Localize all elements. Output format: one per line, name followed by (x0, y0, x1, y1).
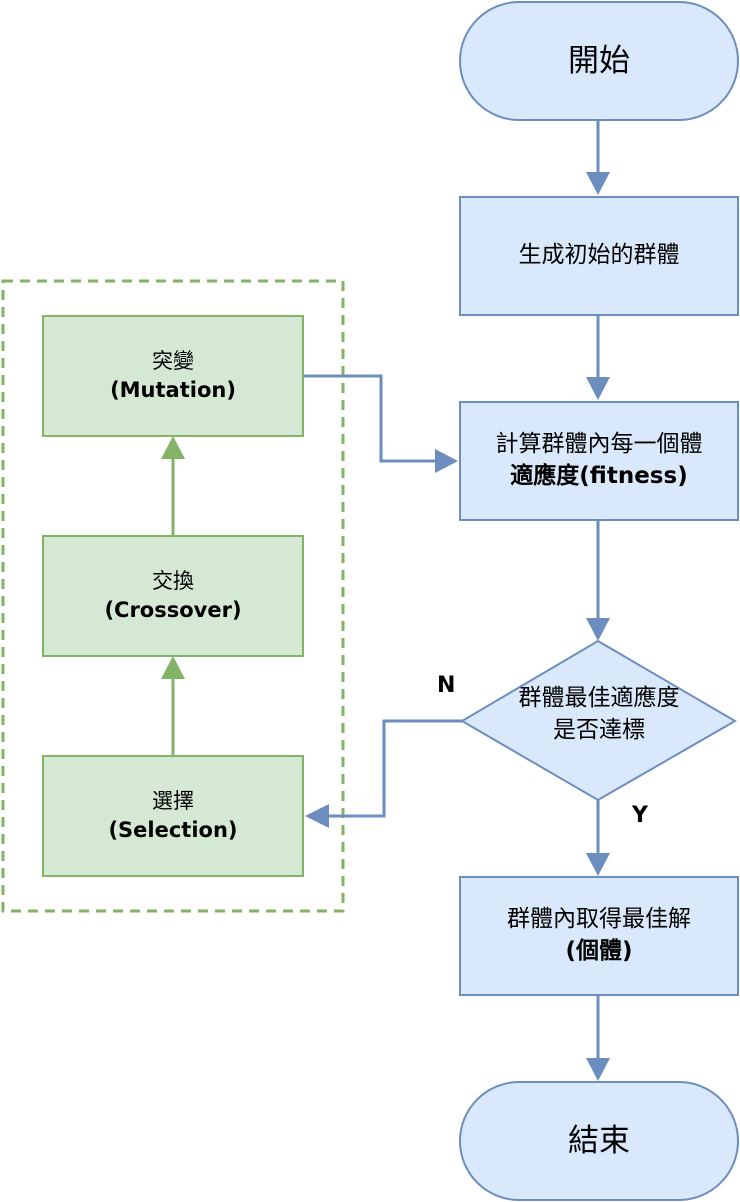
best-solution-label-line1: 群體內取得最佳解 (507, 906, 691, 933)
edge-decision-to-selection (326, 719, 462, 818)
crossover-label-en: (Crossover) (104, 598, 242, 622)
arrowhead-fitness-side (435, 449, 458, 473)
arrowhead-generate (586, 172, 610, 195)
decision-label-line2: 是否達標 (553, 716, 645, 743)
arrowhead-mutation (161, 436, 185, 459)
selection-label-en: (Selection) (108, 818, 238, 842)
no-branch-label: N (437, 673, 456, 698)
mutation-label-en: (Mutation) (110, 378, 236, 402)
compute-fitness-label-line2: 適應度(fitness) (510, 463, 688, 489)
start-terminal: 開始 (459, 1, 739, 121)
arrowhead-selection (305, 804, 329, 828)
compute-fitness-box: 計算群體內每一個體 適應度(fitness) (459, 401, 739, 521)
generate-population-label: 生成初始的群體 (518, 242, 680, 269)
mutation-label-zh: 突變 (152, 349, 194, 374)
decision-label: 群體最佳適應度 是否達標 (470, 683, 728, 746)
selection-label-zh: 選擇 (152, 789, 194, 814)
mutation-box: 突變 (Mutation) (42, 315, 304, 437)
best-solution-box: 群體內取得最佳解 (個體) (459, 876, 739, 996)
arrowhead-best (586, 853, 610, 876)
edge-mutation-to-fitness (303, 374, 438, 463)
decision-diamond (460, 639, 737, 802)
decision-label-line1: 群體最佳適應度 (518, 685, 680, 711)
end-terminal: 結束 (459, 1081, 739, 1201)
arrowhead-crossover (161, 656, 185, 679)
crossover-box: 交換 (Crossover) (42, 535, 304, 657)
end-label: 結束 (568, 1122, 630, 1159)
best-solution-label-line2: (個體) (565, 938, 633, 964)
arrowhead-decision (586, 618, 610, 641)
yes-branch-label: Y (632, 803, 648, 828)
compute-fitness-label-line1: 計算群體內每一個體 (495, 431, 703, 458)
selection-box: 選擇 (Selection) (42, 755, 304, 877)
generate-population-box: 生成初始的群體 (459, 196, 739, 316)
arrowhead-end (586, 1058, 610, 1081)
arrowhead-fitness (586, 377, 610, 400)
crossover-label-zh: 交換 (152, 569, 194, 594)
start-label: 開始 (568, 42, 630, 79)
operators-group-box (1, 279, 345, 913)
